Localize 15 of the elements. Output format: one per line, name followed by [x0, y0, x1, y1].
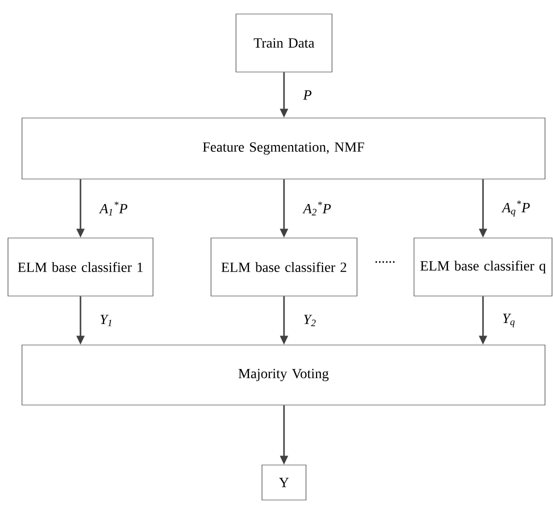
edge-label: Y$_{2}$	[304, 314, 316, 326]
ellipsis-label: ......	[375, 261, 395, 263]
process-box: Y	[262, 464, 306, 500]
edge-label: A$_{q}$$^{*}$P	[501, 200, 530, 216]
process-box: Feature Segmentation, NMF	[22, 118, 546, 180]
edge-label: Y$_{q}$	[503, 314, 515, 328]
edge-label: P	[303, 90, 312, 100]
process-box: Train Data	[236, 14, 332, 72]
edge-label: A$_{1}$$^{*}$P	[98, 202, 128, 216]
edge-label: Y$_{1}$	[100, 314, 112, 326]
edge-label: A$_{2}$$^{*}$P	[302, 202, 331, 216]
process-box: ELM base classifier 2	[210, 238, 358, 296]
process-box: Majority Voting	[22, 344, 546, 406]
process-box: ELM base classifier q	[414, 238, 552, 296]
process-box: ELM base classifier 1	[8, 238, 154, 296]
